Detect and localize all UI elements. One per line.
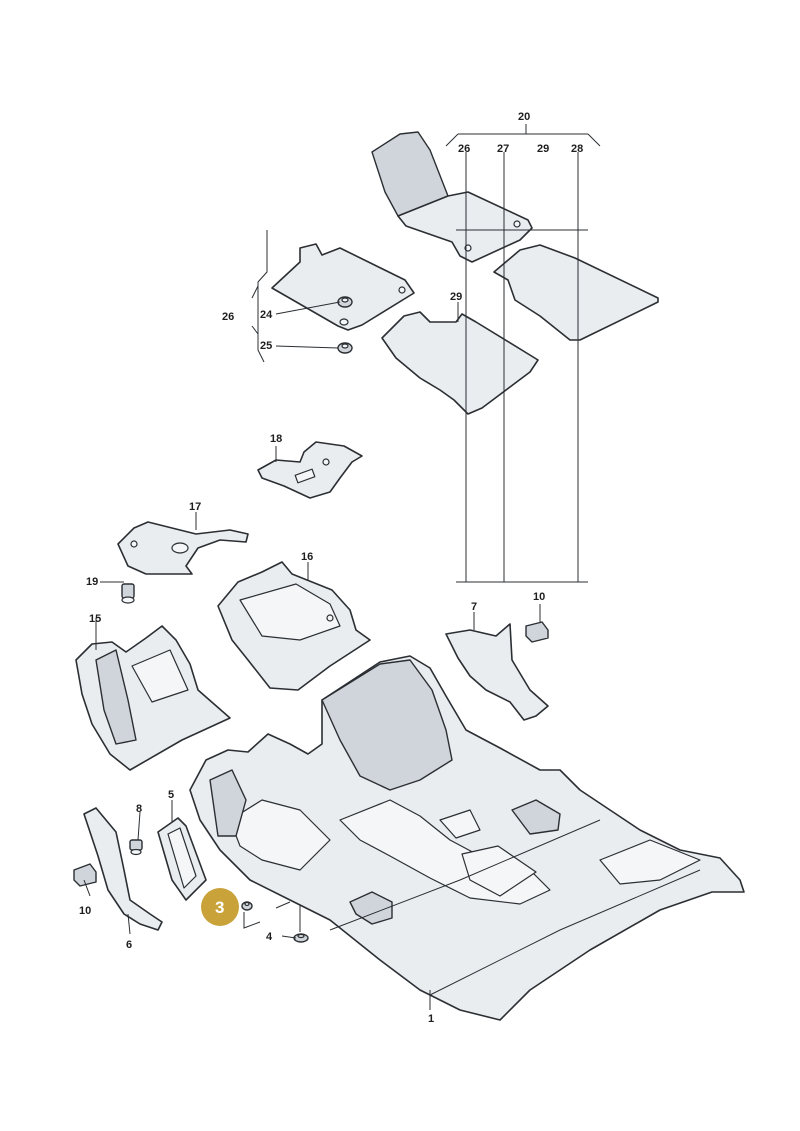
bracket-20-lines: [445, 124, 601, 583]
callout-17: 17: [189, 501, 201, 513]
part-5: [157, 817, 207, 901]
callout-15: 15: [89, 613, 101, 625]
clip-10-left: [73, 863, 97, 887]
callout-8: 8: [136, 803, 142, 815]
callout-26-left: 26: [222, 311, 234, 323]
callout-labels: 20 26 27 29 28 29 26 24 25 18 17 19 16 1…: [79, 111, 583, 1025]
callout-10-right: 10: [533, 591, 545, 603]
callout-10-left: 10: [79, 905, 91, 917]
callout-29-top: 29: [537, 143, 549, 155]
callout-3: 3: [215, 898, 224, 917]
callout-24: 24: [260, 309, 273, 321]
mat-rear-right: [493, 244, 659, 341]
callout-26-top: 26: [458, 143, 470, 155]
clip-10-right: [525, 621, 549, 643]
mat-front-right-with-heelpad: [371, 131, 533, 263]
callout-19: 19: [86, 576, 98, 588]
part-18: [257, 441, 363, 499]
callout-16: 16: [301, 551, 313, 563]
fastener-19: [121, 583, 135, 604]
callout-25: 25: [260, 340, 272, 352]
mat-front-left: [271, 243, 415, 331]
part-17: [117, 521, 249, 575]
callout-4: 4: [266, 931, 273, 943]
fastener-25: [337, 342, 353, 354]
callout-27: 27: [497, 143, 509, 155]
bracket-26: [251, 230, 268, 363]
part-16: [217, 561, 371, 691]
highlight-callout-3[interactable]: 3: [201, 888, 239, 926]
callout-28: 28: [571, 143, 583, 155]
fastener-24: [337, 296, 353, 326]
part-15: [75, 625, 231, 771]
callout-7: 7: [471, 601, 477, 613]
fastener-8: [129, 839, 143, 856]
callout-5: 5: [168, 789, 174, 801]
callout-1: 1: [428, 1013, 434, 1025]
fastener-4: [293, 933, 309, 943]
callout-18: 18: [270, 433, 282, 445]
fastener-3: [241, 901, 253, 911]
part-7: [445, 623, 549, 721]
leader-lines: [83, 152, 541, 1010]
part-6: [83, 807, 163, 931]
mat-rear-left: [381, 311, 539, 415]
callout-29: 29: [450, 291, 462, 303]
highlight-circle: [201, 888, 239, 926]
callout-6: 6: [126, 939, 132, 951]
main-carpet-1: [189, 655, 745, 1021]
callout-20: 20: [518, 111, 530, 123]
